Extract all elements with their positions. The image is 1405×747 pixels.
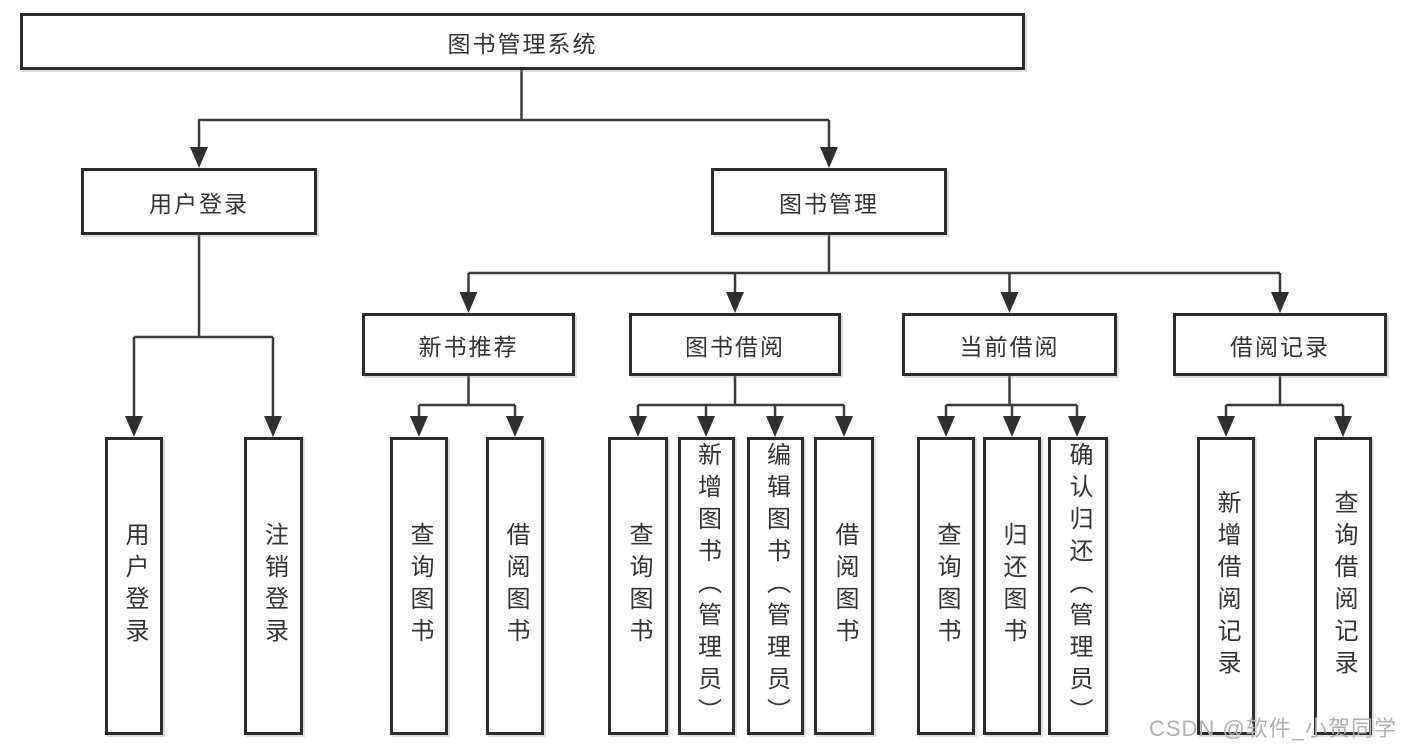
leaf-nbr-query-books-label: 查询图书 — [406, 522, 433, 650]
csdn-watermark: CSDN @软件_小贺同学 — [1148, 716, 1397, 741]
leaf-bb-edit-books-admin: 编辑图书（管理员） — [747, 437, 804, 735]
leaf-cb-query-books: 查询图书 — [917, 437, 975, 735]
leaf-cb-return-books: 归还图书 — [983, 437, 1041, 735]
leaf-br-query-borrow-record-label: 查询借阅记录 — [1330, 490, 1357, 682]
leaf-bb-add-books-admin-label: 新增图书（管理员） — [693, 442, 721, 730]
leaf-nbr-borrow-books-label: 借阅图书 — [502, 522, 529, 650]
leaf-br-add-borrow-record-label: 新增借阅记录 — [1213, 490, 1240, 682]
leaf-user-login-label: 用户登录 — [121, 522, 148, 650]
leaf-cb-confirm-return-admin-label: 确认归还（管理员） — [1065, 442, 1092, 730]
leaf-bb-query-books-label: 查询图书 — [625, 522, 652, 650]
node-book-borrowing: 图书借阅 — [629, 313, 841, 376]
node-borrowing-records: 借阅记录 — [1173, 313, 1387, 376]
leaf-user-login: 用户登录 — [105, 437, 163, 735]
leaf-bb-borrow-books: 借阅图书 — [814, 437, 874, 735]
node-current-borrowing: 当前借阅 — [902, 313, 1117, 376]
arrowheads — [125, 147, 1352, 437]
leaf-nbr-query-books: 查询图书 — [390, 437, 448, 735]
leaf-logout-login: 注销登录 — [244, 437, 303, 735]
leaf-cb-query-books-label: 查询图书 — [933, 522, 960, 650]
leaf-nbr-borrow-books: 借阅图书 — [486, 437, 544, 735]
leaf-cb-confirm-return-admin: 确认归还（管理员） — [1048, 437, 1108, 735]
node-user-login: 用户登录 — [81, 168, 317, 235]
connector-paths — [132, 70, 1345, 419]
leaf-logout-login-label: 注销登录 — [260, 522, 288, 650]
leaf-cb-return-books-label: 归还图书 — [999, 522, 1026, 650]
leaf-br-query-borrow-record: 查询借阅记录 — [1314, 437, 1372, 735]
leaf-bb-borrow-books-label: 借阅图书 — [831, 522, 858, 650]
leaf-bb-query-books: 查询图书 — [608, 437, 668, 735]
node-book-management: 图书管理 — [711, 168, 947, 235]
node-new-book-recommendation: 新书推荐 — [362, 313, 575, 376]
leaf-bb-add-books-admin: 新增图书（管理员） — [678, 437, 735, 735]
leaf-br-add-borrow-record: 新增借阅记录 — [1197, 437, 1255, 735]
leaf-bb-edit-books-admin-label: 编辑图书（管理员） — [762, 442, 790, 730]
node-root-library-management-system: 图书管理系统 — [20, 13, 1025, 70]
